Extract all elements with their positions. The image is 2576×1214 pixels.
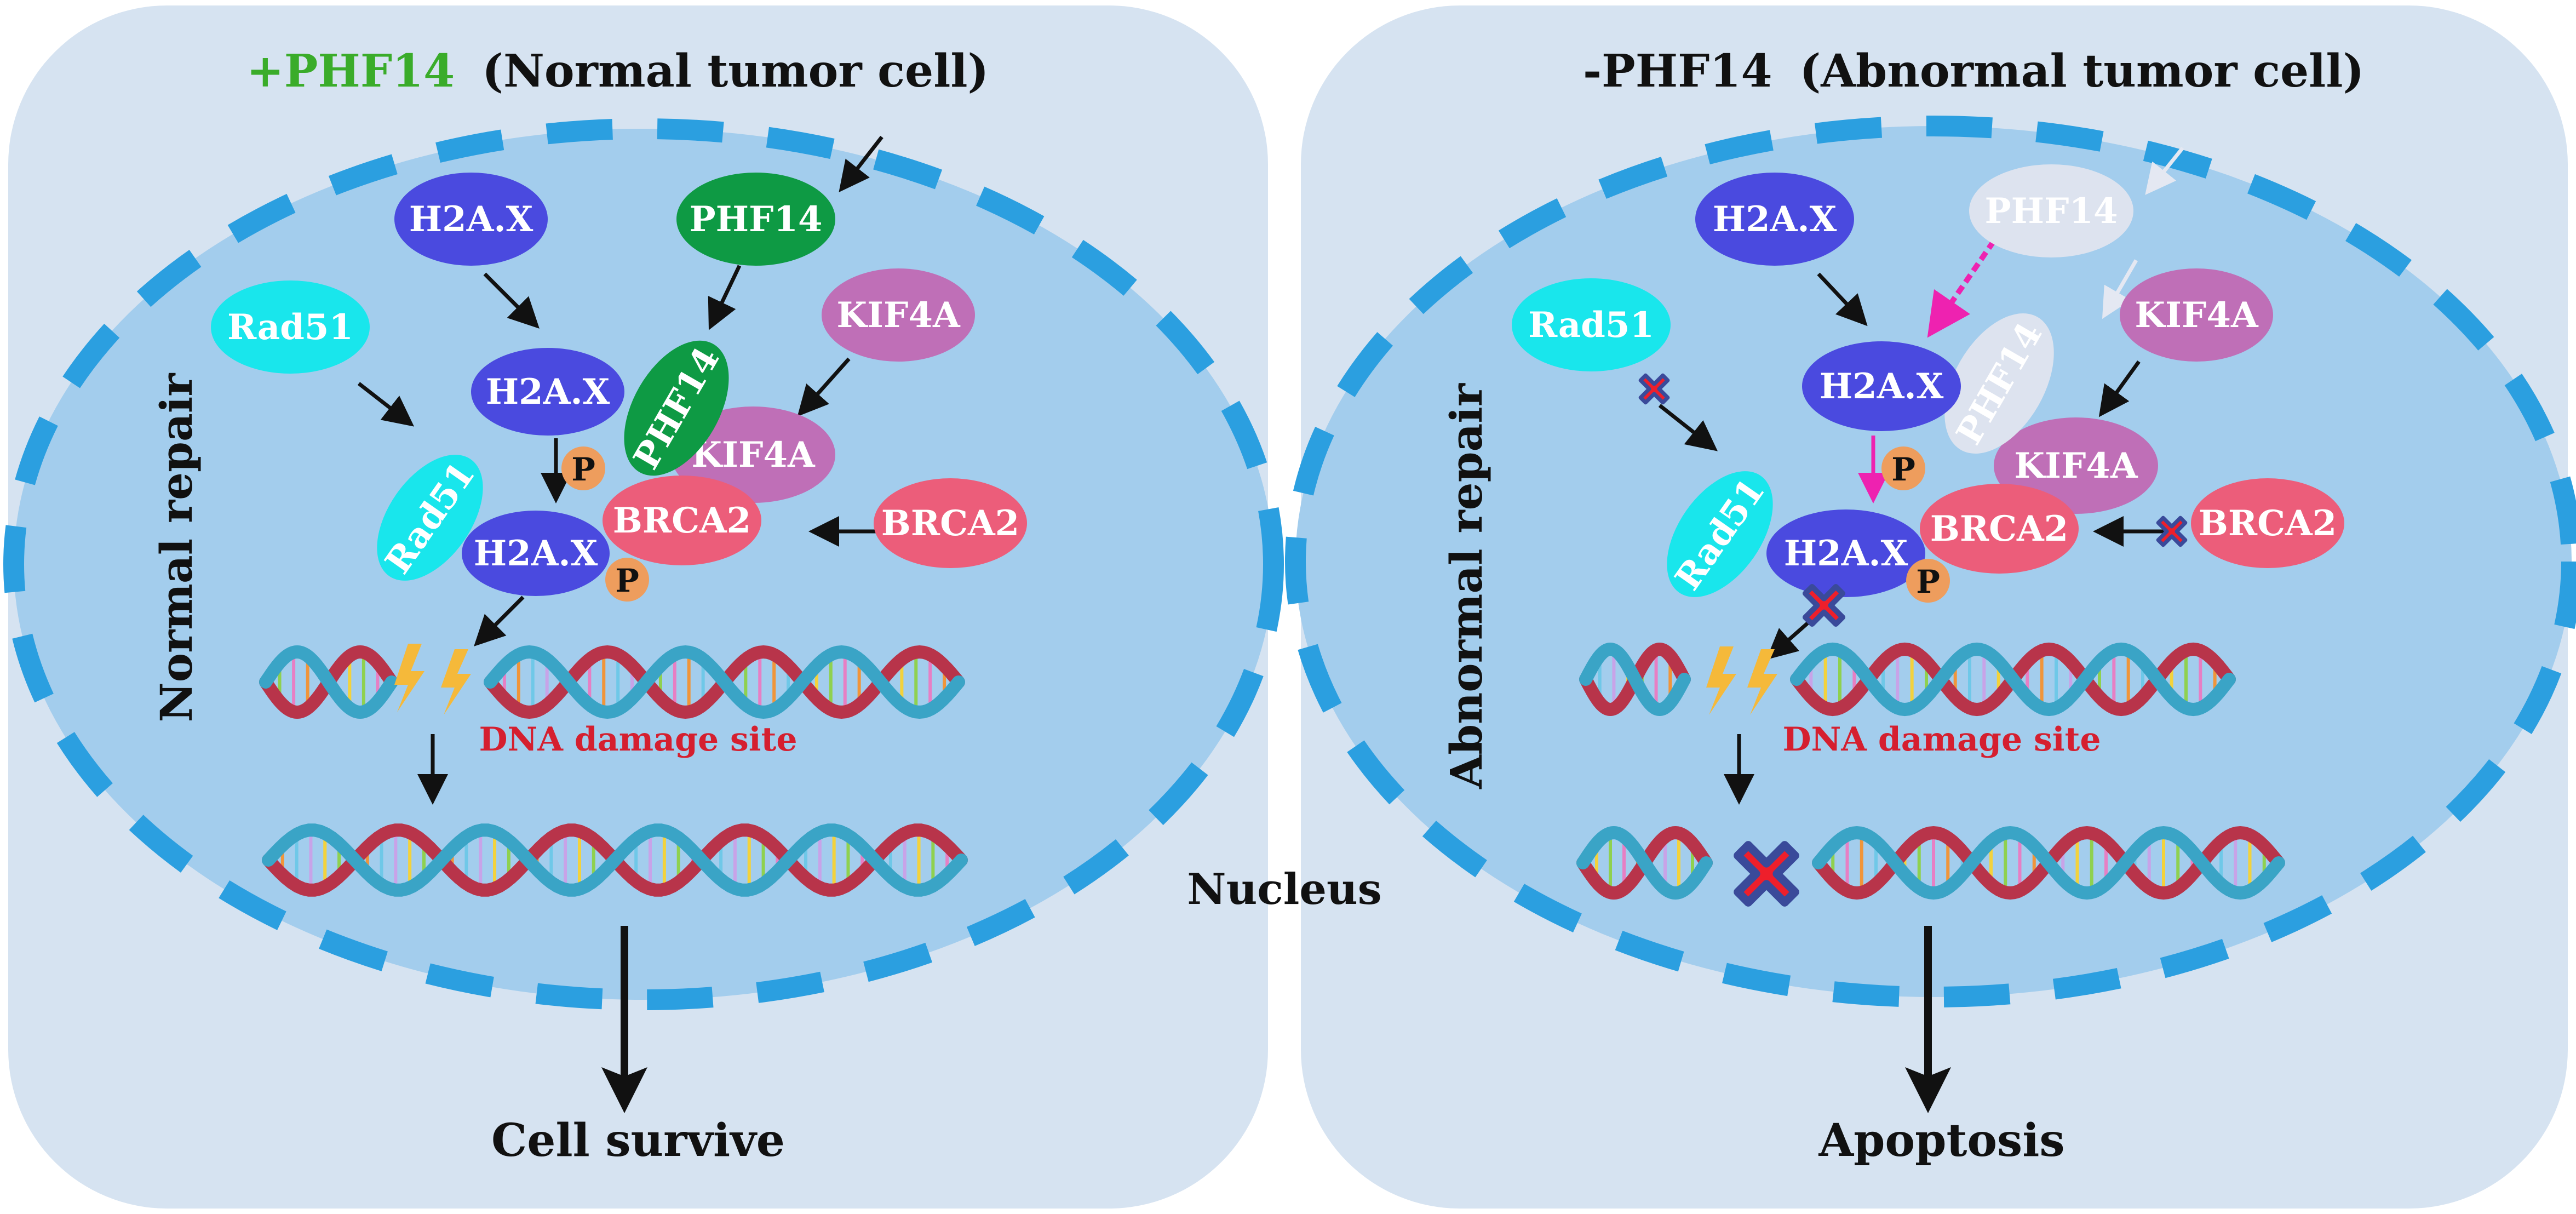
right-node-brca2-free: BRCA2 xyxy=(2191,478,2344,568)
svg-text:H2A.X: H2A.X xyxy=(1820,366,1944,407)
right-dna-damaged xyxy=(1579,642,2236,717)
svg-text:P: P xyxy=(1916,563,1940,600)
left-dna-repaired xyxy=(262,823,968,897)
left-arrow-to-damage xyxy=(474,595,525,646)
left-lightning-icon xyxy=(394,644,424,712)
dna-strand xyxy=(262,823,968,897)
left-dna-damaged xyxy=(259,644,965,719)
left-title: +PHF14 (Normal tumor cell) xyxy=(246,45,989,98)
dna-strand xyxy=(1576,826,1713,900)
left-panel: +PHF14(Normal tumor cell) Normal repair … xyxy=(3,5,1284,1209)
right-node-h2ax-bound: H2A.X xyxy=(1766,509,1925,597)
left-title-prefix: +PHF14 xyxy=(246,45,455,98)
right-title-suffix: (Abnormal tumor cell) xyxy=(1800,45,2365,98)
left-arrow-kif4a-down xyxy=(797,357,851,417)
right-damage-label: DNA damage site xyxy=(1783,720,2101,759)
dna-strand xyxy=(259,645,398,719)
left-node-phf14-bound: PHF14 xyxy=(624,340,729,476)
left-outcome: Cell survive xyxy=(491,1114,785,1167)
right-title-prefix: -PHF14 xyxy=(1583,45,1772,98)
svg-text:H2A.X: H2A.X xyxy=(409,199,533,240)
svg-text:P: P xyxy=(1891,451,1915,488)
svg-text:P: P xyxy=(615,562,639,599)
right-node-brca2-bound: BRCA2 xyxy=(1920,484,2079,574)
left-node-h2ax-mid: H2A.X xyxy=(471,348,624,436)
left-side-label: Normal repair xyxy=(151,373,202,723)
left-lightning-icon-2 xyxy=(441,649,471,715)
right-node-h2ax-mid: H2A.X xyxy=(1802,341,1961,431)
right-arrow-kif4a-down xyxy=(2098,360,2141,417)
left-node-h2ax-bound: H2A.X xyxy=(462,511,610,596)
dna-strand xyxy=(1579,642,1691,717)
dna-strand xyxy=(1790,642,2236,717)
left-arrow-h2ax-down xyxy=(483,272,540,329)
svg-text:BRCA2: BRCA2 xyxy=(613,500,751,541)
svg-text:KIF4A: KIF4A xyxy=(2014,445,2138,486)
svg-text:H2A.X: H2A.X xyxy=(474,533,598,574)
svg-text:Rad51: Rad51 xyxy=(227,307,353,348)
svg-text:Rad51: Rad51 xyxy=(1528,305,1654,346)
left-damage-label: DNA damage site xyxy=(479,720,798,759)
left-arrow-rad51-down xyxy=(357,382,415,427)
svg-text:P: P xyxy=(571,451,595,488)
svg-text:PHF14: PHF14 xyxy=(689,199,822,240)
dna-strand xyxy=(1812,826,2285,900)
right-title: -PHF14 (Abnormal tumor cell) xyxy=(1583,45,2364,98)
left-arrow-in-phf14 xyxy=(839,135,883,193)
right-lightning-icon-2 xyxy=(1747,649,1777,715)
svg-text:BRCA2: BRCA2 xyxy=(2199,503,2337,544)
right-side-label: Abnormal repair xyxy=(1441,383,1492,789)
right-cross-icon-brca2 xyxy=(2156,516,2188,547)
svg-text:H2A.X: H2A.X xyxy=(486,371,610,413)
left-node-h2ax-top: H2A.X xyxy=(394,173,548,266)
left-arrows xyxy=(357,135,883,805)
right-dna-unrepaired xyxy=(1576,826,2285,900)
left-nucleus xyxy=(3,118,1284,1010)
right-cross-icon-rad51 xyxy=(1638,373,1670,405)
right-node-p1: P xyxy=(1881,446,1925,490)
right-node-phf14-top: PHF14 xyxy=(1969,164,2133,257)
nucleus-label: Nucleus xyxy=(1187,864,1381,914)
right-node-kif4a-top: KIF4A xyxy=(2120,268,2273,362)
svg-text:H2A.X: H2A.X xyxy=(1784,533,1908,574)
dna-strand xyxy=(484,645,965,719)
right-arrow-phf14-h2ax-dotted xyxy=(1927,239,1996,338)
right-arrow-rad51-down xyxy=(1658,404,1718,451)
svg-text:KIF4A: KIF4A xyxy=(2135,295,2259,336)
right-panel: -PHF14 (Abnormal tumor cell) Abnormal rep… xyxy=(1285,5,2576,1209)
left-arrow-phf14-down xyxy=(708,265,742,330)
right-arrow-phf14-in xyxy=(2145,146,2184,195)
right-node-h2ax-top: H2A.X xyxy=(1695,173,1854,266)
right-node-p2: P xyxy=(1906,559,1950,603)
left-node-brca2-free: BRCA2 xyxy=(874,478,1027,568)
right-cross-icon-dna xyxy=(1734,841,1799,907)
left-node-phf14-top: PHF14 xyxy=(676,173,835,266)
right-arrow-h2ax-down xyxy=(1817,272,1868,327)
right-lightning-icon xyxy=(1706,646,1736,715)
svg-text:KIF4A: KIF4A xyxy=(691,434,816,476)
svg-text:KIF4A: KIF4A xyxy=(836,295,961,336)
left-node-brca2-bound: BRCA2 xyxy=(603,476,761,565)
right-arrow-phf14-down xyxy=(2102,259,2138,319)
right-arrows xyxy=(1658,272,2169,805)
svg-text:BRCA2: BRCA2 xyxy=(881,503,1019,544)
right-cross-icon-h2ax xyxy=(1802,583,1846,627)
right-node-rad51-top: Rad51 xyxy=(1512,278,1671,371)
left-title-suffix: (Normal tumor cell) xyxy=(482,45,989,98)
svg-text:PHF14: PHF14 xyxy=(1984,191,2118,232)
left-node-p2: P xyxy=(605,558,649,602)
left-node-p1: P xyxy=(561,446,605,490)
svg-text:H2A.X: H2A.X xyxy=(1713,199,1837,240)
right-outcome: Apoptosis xyxy=(1818,1114,2064,1167)
left-node-kif4a-top: KIF4A xyxy=(822,268,975,362)
left-node-rad51-top: Rad51 xyxy=(211,280,370,374)
svg-text:BRCA2: BRCA2 xyxy=(1930,508,2068,549)
